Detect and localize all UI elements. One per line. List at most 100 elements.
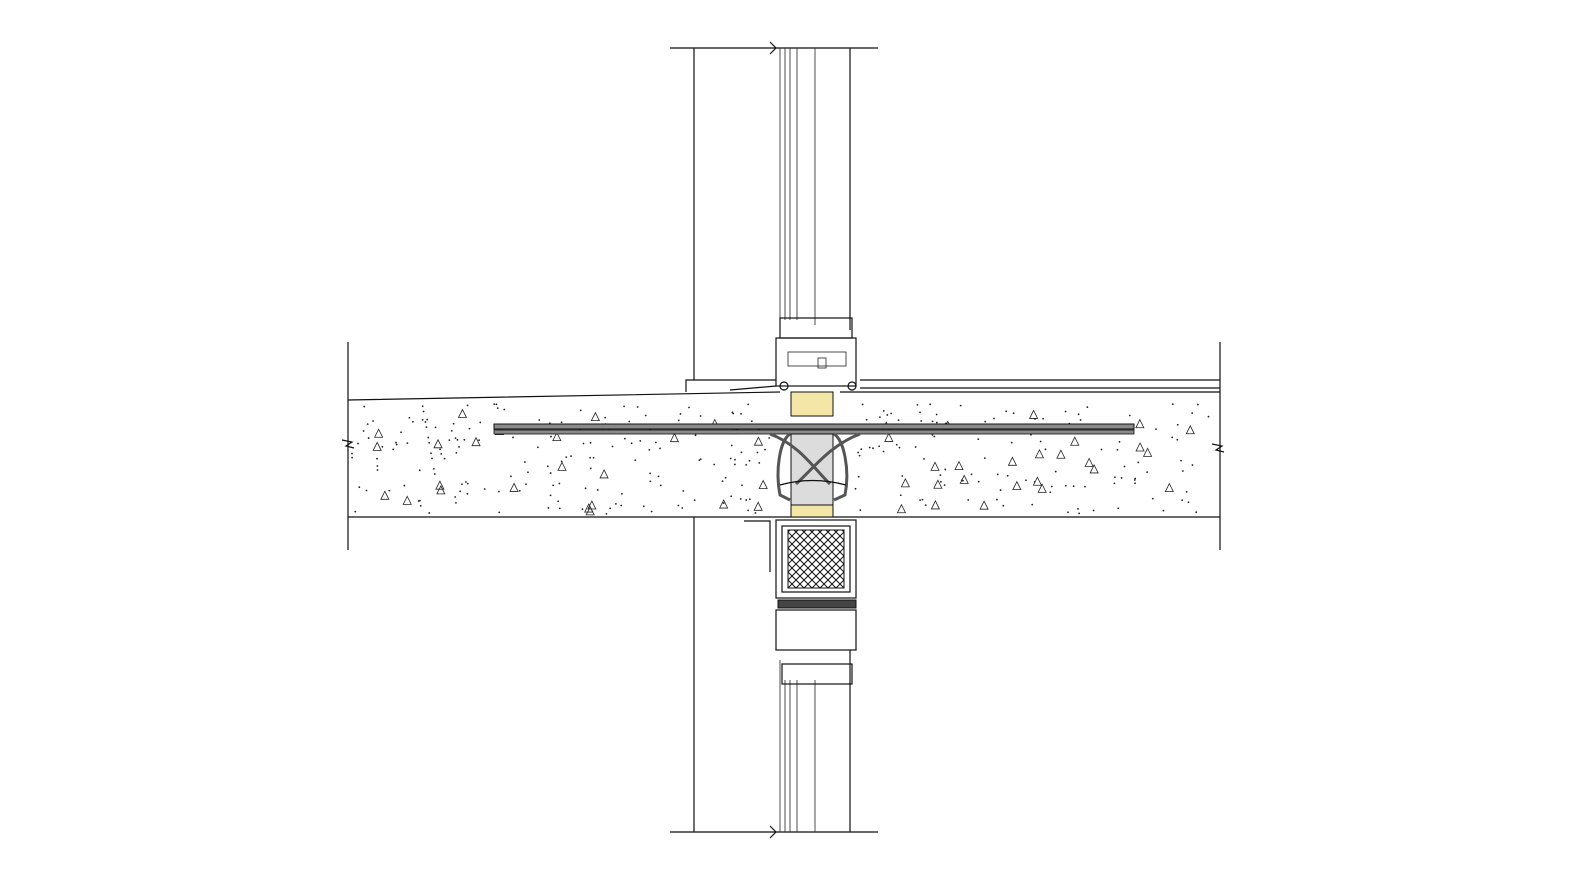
aggregate-dot — [424, 421, 427, 423]
aggregate-dot — [649, 472, 652, 475]
aggregate-dot — [657, 475, 660, 478]
aggregate-dot — [999, 489, 1002, 491]
aggregate-dot — [747, 509, 749, 512]
aggregate-dot — [427, 436, 430, 439]
aggregate-dot — [729, 457, 732, 460]
aggregate-dot — [919, 499, 922, 502]
aggregate-dot — [1113, 482, 1116, 485]
aggregate-dot — [565, 456, 568, 459]
aggregate-dot — [1120, 477, 1123, 479]
aggregate-triangle — [1084, 457, 1094, 467]
aggregate-dot — [1044, 448, 1047, 451]
aggregate-dot — [639, 440, 642, 442]
aggregate-triangle — [900, 477, 911, 488]
aggregate-dot — [440, 452, 443, 455]
aggregate-dot — [713, 463, 716, 466]
aggregate-dot — [929, 403, 932, 406]
aggregate-dot — [741, 484, 743, 487]
aggregate-dot — [589, 441, 592, 444]
aggregate-dot — [524, 461, 526, 463]
aggregate-dot — [454, 496, 457, 498]
aggregate-triangle — [954, 460, 964, 471]
aggregate-dot — [367, 437, 370, 439]
aggregate-triangle — [599, 469, 609, 479]
aggregate-dot — [428, 441, 431, 444]
aggregate-dot — [659, 484, 662, 487]
aggregate-dot — [1171, 403, 1174, 406]
aggregate-triangle — [585, 505, 595, 516]
aggregate-triangle — [884, 432, 894, 442]
aggregate-dot — [943, 484, 946, 486]
aggregate-dot — [456, 438, 459, 441]
aggregate-dot — [455, 451, 458, 454]
aggregate-dot — [536, 446, 539, 449]
aggregate-dot — [546, 465, 549, 468]
aggregate-dot — [733, 463, 736, 466]
aggregate-triangle — [380, 490, 390, 500]
aggregate-dot — [503, 408, 506, 411]
aggregate-dot — [354, 510, 357, 513]
aggregate-triangle — [753, 501, 763, 511]
aggregate-dot — [547, 507, 550, 509]
aggregate-dot — [699, 458, 702, 461]
aggregate-triangle — [402, 495, 412, 505]
aggregate-dot — [432, 467, 435, 470]
aggregate-triangle — [1185, 424, 1195, 435]
aggregate-dot — [890, 412, 893, 415]
aggregate-dot — [466, 482, 469, 485]
aggregate-dot — [611, 445, 614, 448]
aggregate-dot — [459, 490, 461, 493]
aggregate-dot — [939, 474, 942, 477]
aggregate-dot — [1031, 503, 1034, 506]
aggregate-dot — [634, 459, 637, 462]
aggregate-dot — [878, 445, 881, 448]
aggregate-dot — [931, 433, 934, 436]
aggregate-dot — [939, 480, 942, 483]
aggregate-dot — [434, 426, 437, 429]
aggregate-dot — [659, 447, 661, 450]
aggregate-dot — [428, 512, 431, 514]
aggregate-dot — [895, 443, 898, 446]
aggregate-dot — [581, 508, 584, 511]
aggregate-triangle — [457, 408, 468, 418]
aggregate-dot — [681, 507, 684, 509]
aggregate-dot — [1012, 412, 1015, 415]
aggregate-dot — [739, 498, 742, 500]
aggregate-dot — [614, 502, 617, 505]
aggregate-dot — [365, 489, 368, 492]
aggregate-dot — [443, 457, 446, 460]
aggregate-dot — [764, 448, 766, 451]
aggregate-dot — [466, 404, 469, 407]
aggregate-dot — [1054, 470, 1057, 473]
aggregate-dot — [698, 459, 701, 461]
aggregate-dot — [1100, 448, 1103, 451]
aggregate-triangle — [979, 500, 989, 510]
aggregate-dot — [977, 438, 980, 441]
aggregate-dot — [498, 511, 501, 514]
aggregate-dot — [1077, 508, 1079, 510]
aggregate-dot — [419, 504, 422, 507]
aggregate-dot — [1067, 511, 1069, 514]
aggregate-triangle — [373, 428, 384, 438]
steel-plates — [493, 423, 1135, 435]
aggregate-dot — [549, 494, 552, 497]
aggregate-dot — [882, 450, 885, 453]
expansion-joint — [769, 391, 861, 518]
aggregate-dot — [1064, 410, 1067, 413]
aggregate-dot — [558, 482, 561, 485]
aggregate-dot — [924, 504, 927, 506]
aggregate-dot — [604, 416, 607, 419]
aggregate-dot — [758, 462, 761, 464]
aggregate-dot — [688, 406, 690, 409]
lower-window-frame — [693, 517, 851, 832]
aggregate-dot — [1002, 504, 1005, 507]
aggregate-dot — [450, 429, 453, 432]
aggregate-dot — [732, 412, 735, 415]
aggregate-dot — [620, 504, 623, 507]
aggregate-triangle — [1032, 476, 1043, 486]
aggregate-triangle — [1089, 464, 1099, 474]
aggregate-dot — [898, 446, 901, 449]
aggregate-dot — [1042, 417, 1045, 420]
aggregate-dot — [967, 499, 970, 501]
